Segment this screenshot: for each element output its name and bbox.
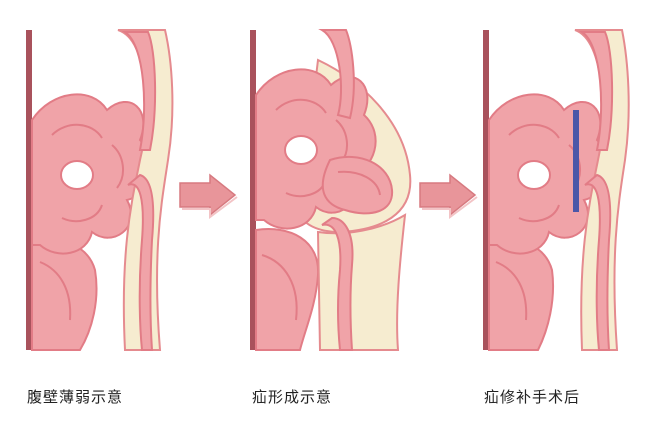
panel-weak-wall (26, 29, 174, 351)
muscle-layer-upper (318, 29, 355, 120)
intestine-lower (31, 237, 98, 351)
panel-after-repair (483, 29, 630, 351)
caption-hernia-formation: 疝形成示意 (252, 388, 333, 406)
muscle-layer-upper (121, 31, 157, 151)
muscle-layer-lower (584, 173, 612, 351)
caption-after-repair: 疝修补手术后 (484, 388, 581, 406)
abdominal-wall-line (26, 30, 32, 350)
intestine-lower (255, 228, 320, 351)
abdominal-wall-line (483, 30, 489, 350)
caption-weak-wall: 腹壁薄弱示意 (27, 388, 124, 406)
repair-mesh (573, 110, 579, 212)
muscle-layer-lower (321, 216, 354, 351)
fat-layer (316, 213, 407, 351)
panel-hernia-formation (250, 29, 412, 351)
abdominal-wall-line (250, 30, 256, 350)
muscle-layer-lower (127, 173, 155, 351)
arrow-right-icon (179, 173, 238, 219)
muscle-layer-upper (578, 31, 614, 151)
intestine-lower (488, 237, 555, 351)
arrow-right-icon (419, 173, 478, 219)
